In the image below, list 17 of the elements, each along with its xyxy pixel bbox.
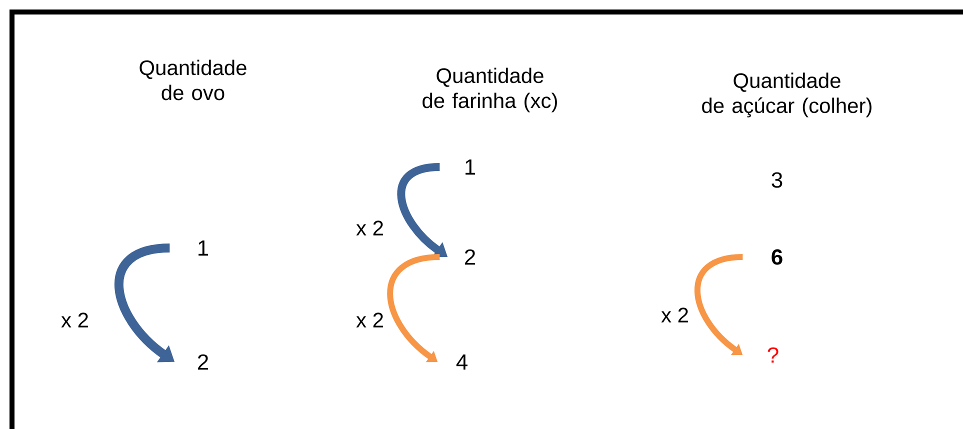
edge-label: x 2 bbox=[356, 312, 383, 328]
edge-label: x 2 bbox=[661, 308, 688, 322]
number: 6 bbox=[772, 249, 782, 265]
curved-arrow bbox=[387, 254, 440, 362]
number: 2 bbox=[465, 249, 476, 265]
number: 2 bbox=[198, 354, 208, 370]
column-heading: Quantidade de farinha (xc) bbox=[422, 68, 557, 112]
number: 1 bbox=[466, 159, 476, 175]
column-heading: Quantidade de açúcar (colher) bbox=[702, 72, 872, 118]
edge-label: x 2 bbox=[61, 312, 88, 328]
number: 4 bbox=[456, 354, 468, 370]
number: ? bbox=[768, 347, 778, 363]
number: 1 bbox=[198, 240, 208, 256]
number: 3 bbox=[772, 172, 782, 188]
column-heading: Quantidade de ovo bbox=[140, 60, 246, 100]
curved-arrow bbox=[694, 254, 743, 356]
edge-label: x 2 bbox=[356, 220, 383, 236]
